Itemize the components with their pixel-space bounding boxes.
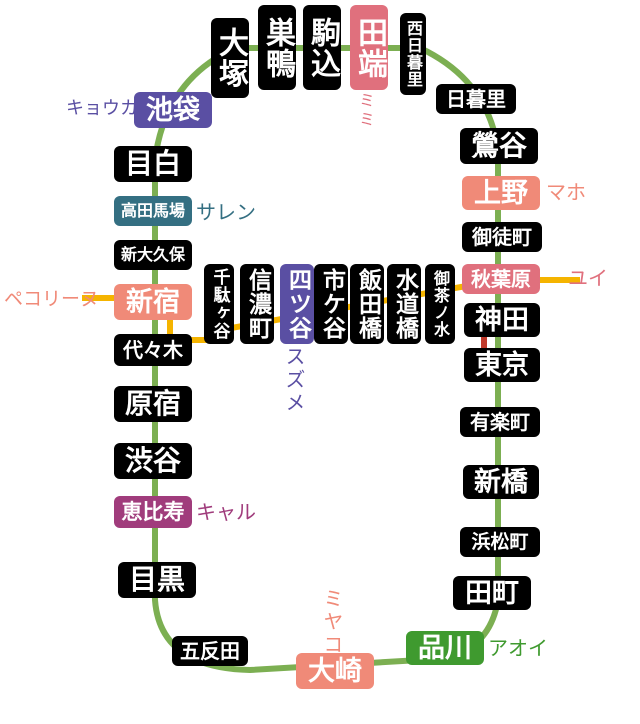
label-aoi: アオイ	[488, 636, 548, 660]
station-ikebukuro[interactable]: 池袋	[134, 92, 212, 128]
station-harajuku[interactable]: 原宿	[114, 386, 192, 422]
station-ebisu[interactable]: 恵比寿	[114, 496, 192, 528]
station-uguisudani[interactable]: 鶯谷	[460, 128, 538, 164]
station-ichigaya[interactable]: 市ケ谷	[314, 264, 348, 344]
label-miyako: ミヤコ	[320, 588, 344, 657]
label-pecorine: ペコリーヌ	[4, 288, 100, 310]
station-sendagaya[interactable]: 千駄ヶ谷	[204, 264, 234, 344]
station-okachimachi[interactable]: 御徒町	[462, 222, 542, 252]
station-iidabashi[interactable]: 飯田橋	[350, 264, 384, 344]
station-sugamo[interactable]: 巣鴨	[258, 5, 296, 90]
label-mimi: ミミ	[356, 92, 375, 130]
station-shimbashi[interactable]: 新橋	[463, 465, 539, 499]
station-mejiro[interactable]: 目白	[114, 146, 192, 182]
station-komagome[interactable]: 駒込	[303, 5, 341, 90]
label-yui: ユイ	[568, 266, 608, 290]
station-yotsuya[interactable]: 四ツ谷	[280, 264, 314, 344]
label-saren: サレン	[196, 200, 256, 224]
station-kanda[interactable]: 神田	[464, 303, 540, 337]
station-ochanomizu[interactable]: 御茶ノ水	[425, 264, 455, 344]
yamanote-loop-line	[152, 45, 501, 674]
station-takadanobaba[interactable]: 高田馬場	[114, 196, 192, 226]
station-yoyogi[interactable]: 代々木	[114, 334, 192, 366]
station-shinokubo[interactable]: 新大久保	[114, 240, 192, 270]
station-ueno[interactable]: 上野	[462, 176, 540, 210]
station-tokyo[interactable]: 東京	[464, 348, 540, 382]
station-gotanda[interactable]: 五反田	[172, 636, 248, 666]
label-kyaru: キャル	[196, 500, 256, 524]
station-nippori[interactable]: 日暮里	[436, 84, 516, 114]
label-maho: マホ	[546, 180, 586, 204]
station-suidobashi[interactable]: 水道橋	[387, 264, 421, 344]
station-akihabara[interactable]: 秋葉原	[462, 264, 540, 294]
station-meguro[interactable]: 目黒	[118, 562, 196, 598]
station-shinjuku[interactable]: 新宿	[114, 284, 192, 320]
station-osaki[interactable]: 大崎	[296, 653, 374, 689]
station-shinanomachi[interactable]: 信濃町	[240, 264, 274, 344]
station-yurakucho[interactable]: 有楽町	[460, 407, 540, 437]
station-shinagawa[interactable]: 品川	[406, 631, 484, 665]
station-otsuka[interactable]: 大塚	[211, 18, 249, 98]
station-tamachi[interactable]: 田町	[453, 576, 531, 610]
station-tabata[interactable]: 田端	[350, 5, 388, 90]
station-nishinippori[interactable]: 西日暮里	[400, 13, 426, 95]
label-suzume: スズメ	[282, 346, 306, 415]
label-kyouka: キョウカ	[66, 98, 138, 119]
station-hamamatsucho[interactable]: 浜松町	[460, 527, 540, 557]
station-shibuya[interactable]: 渋谷	[114, 443, 192, 479]
